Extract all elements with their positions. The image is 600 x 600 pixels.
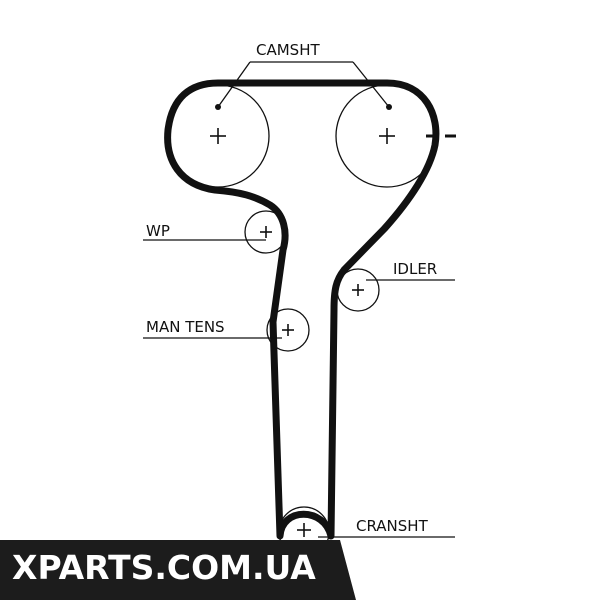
manual-tensioner-label: MAN TENS	[146, 318, 225, 336]
crankshaft-label: CRANSHT	[356, 517, 429, 535]
idler-label: IDLER	[393, 260, 437, 278]
timing-belt	[164, 79, 440, 540]
camshaft-leader-lines	[217, 61, 390, 108]
camshaft-label: CAMSHT	[256, 41, 320, 59]
watermark-text: XPARTS.COM.UA	[12, 548, 316, 587]
watermark-banner: XPARTS.COM.UA	[0, 540, 356, 600]
idler-center-icon	[352, 284, 364, 296]
manual-tensioner-center-icon	[282, 324, 294, 336]
camshaft-right-center-icon	[379, 128, 395, 144]
crankshaft-center-icon	[297, 523, 311, 537]
water-pump-center-icon	[260, 226, 272, 238]
water-pump-label: WP	[146, 222, 170, 240]
camshaft-left-center-icon	[210, 128, 226, 144]
